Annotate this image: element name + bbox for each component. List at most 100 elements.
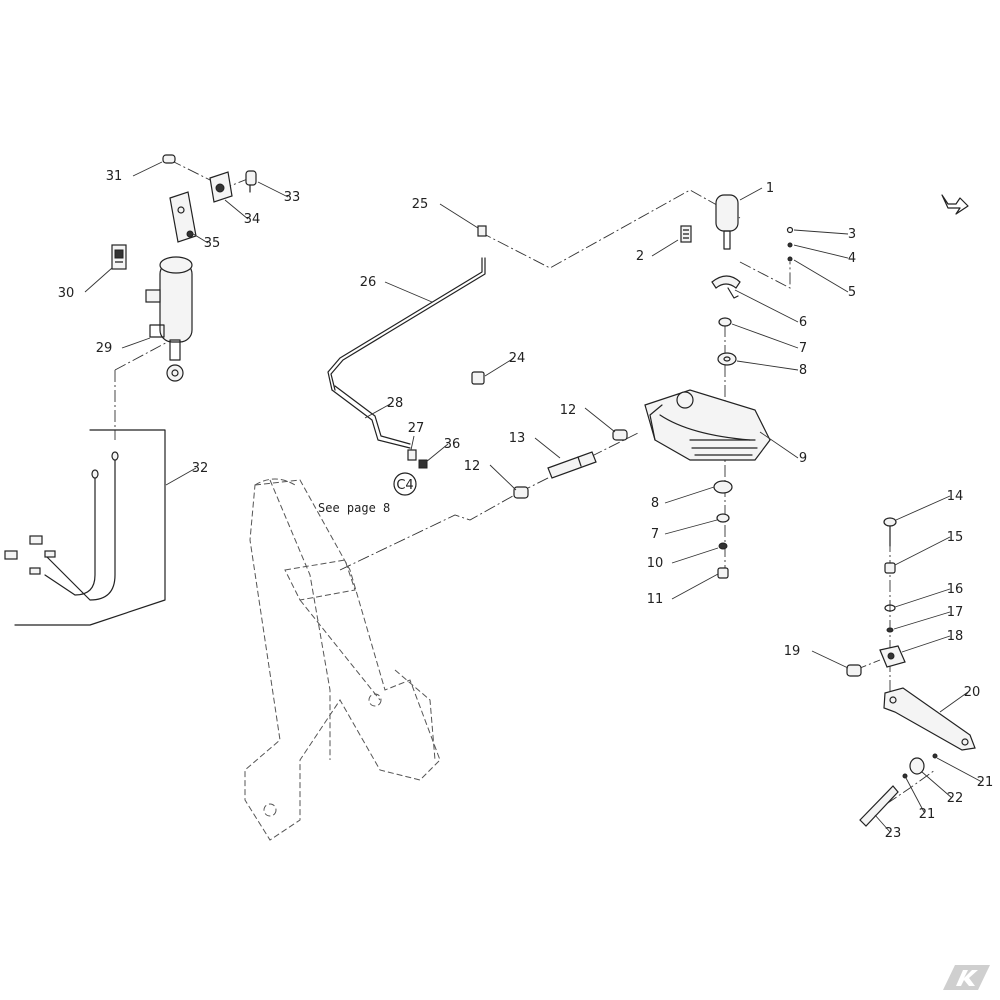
callout-c22: 22 xyxy=(921,771,964,806)
leader-line xyxy=(811,650,849,669)
callout-c33: 33 xyxy=(257,181,300,205)
callout-number: 29 xyxy=(96,341,113,356)
parts-21-22-23 xyxy=(859,753,938,827)
callout-c5: 5 xyxy=(793,259,856,300)
logo-icon xyxy=(943,965,990,990)
callout-c28: 28 xyxy=(364,396,403,419)
parts-3-4-5-hardware xyxy=(786,226,794,262)
part-29-cylinder xyxy=(145,256,193,382)
leader-line xyxy=(84,267,113,293)
callout-number: 18 xyxy=(947,629,964,644)
callout-c21b: 21 xyxy=(905,777,936,822)
part-18-block xyxy=(879,645,906,668)
callout-c3: 3 xyxy=(793,227,856,242)
callout-number: 2 xyxy=(636,249,644,264)
callout-c8a: 8 xyxy=(736,360,807,378)
callout-c15: 15 xyxy=(894,530,964,566)
part-2-decal xyxy=(680,225,692,243)
callout-c8b: 8 xyxy=(651,486,715,511)
callout-number: 15 xyxy=(947,530,964,545)
part-33-bolt xyxy=(245,170,257,193)
callout-c31: 31 xyxy=(106,161,163,184)
leader-line xyxy=(894,536,951,566)
callout-c32: 32 xyxy=(165,461,209,486)
callout-c35: 35 xyxy=(189,231,221,251)
leader-line xyxy=(739,187,763,201)
callout-c7a: 7 xyxy=(731,323,807,356)
callout-c18: 18 xyxy=(901,629,964,653)
callout-number: 30 xyxy=(58,286,75,301)
callout-c24: 24 xyxy=(484,351,526,377)
callout-c12b: 12 xyxy=(464,459,517,491)
leader-line xyxy=(793,259,849,293)
leader-line xyxy=(905,777,925,813)
callout-c13: 13 xyxy=(509,431,561,459)
callout-number: 7 xyxy=(799,341,807,356)
leader-line xyxy=(224,199,249,220)
leader-line xyxy=(132,161,163,177)
leader-line xyxy=(489,464,517,491)
callout-number: 22 xyxy=(947,791,964,806)
callout-number: 17 xyxy=(947,605,964,620)
washers-and-nuts xyxy=(713,317,737,579)
callout-c11: 11 xyxy=(647,573,719,607)
callout-number: 8 xyxy=(651,496,659,511)
leader-line xyxy=(936,757,983,783)
callout-number: 24 xyxy=(509,351,526,366)
part-32-hoses xyxy=(4,429,166,626)
callout-number: 7 xyxy=(651,527,659,542)
callout-c23: 23 xyxy=(874,814,901,841)
callout-number: 16 xyxy=(947,582,964,597)
part-24-nut xyxy=(471,371,485,385)
callout-c20: 20 xyxy=(939,685,980,713)
part-13-shaft xyxy=(547,451,597,479)
leader-line xyxy=(189,231,209,244)
leader-line xyxy=(894,588,951,608)
callout-number: 12 xyxy=(464,459,481,474)
part-31-pin xyxy=(162,154,176,164)
leader-line xyxy=(384,281,433,303)
leader-line xyxy=(893,611,951,630)
callout-c7b: 7 xyxy=(651,519,718,542)
main-frame xyxy=(244,478,441,841)
part-14-bolt xyxy=(883,517,897,547)
leader-line xyxy=(425,443,449,463)
callout-number: 5 xyxy=(848,285,856,300)
callout-number: 10 xyxy=(647,556,664,571)
leader-line xyxy=(364,402,393,419)
part-12-bushing-a xyxy=(612,429,628,441)
leader-line xyxy=(534,437,561,459)
part-9-plate xyxy=(644,389,771,461)
callout-c12a: 12 xyxy=(560,403,616,433)
callout-c26: 26 xyxy=(360,275,433,303)
part-35-bracket xyxy=(169,191,197,243)
part-25-clip xyxy=(477,225,487,237)
callout-number: 9 xyxy=(799,451,807,466)
callout-c4: 4 xyxy=(793,244,856,266)
callout-number: 21 xyxy=(977,775,994,790)
callout-number: 27 xyxy=(408,421,425,436)
leader-line xyxy=(734,289,799,323)
callout-number: 32 xyxy=(192,461,209,476)
leader-line xyxy=(664,519,718,535)
reference-note: See page 8 xyxy=(318,501,390,515)
callout-number: 1 xyxy=(766,181,774,196)
callout-c1: 1 xyxy=(739,181,774,201)
leader-line xyxy=(121,337,151,349)
part-6-bracket xyxy=(711,275,741,299)
leader-line xyxy=(410,435,415,451)
leader-line xyxy=(874,814,891,833)
leader-line xyxy=(165,467,197,486)
callout-c6: 6 xyxy=(734,289,807,330)
callout-number: 35 xyxy=(204,236,221,251)
leader-line xyxy=(584,407,616,433)
reference-c4: C4 See page 8 xyxy=(318,472,417,515)
callout-number: 3 xyxy=(848,227,856,242)
callout-number: 25 xyxy=(412,197,429,212)
leader-line xyxy=(759,431,799,459)
leader-line xyxy=(895,495,951,521)
callout-number: 21 xyxy=(919,807,936,822)
callout-number: 6 xyxy=(799,315,807,330)
leader-line xyxy=(484,357,515,377)
leader-line xyxy=(736,360,799,371)
